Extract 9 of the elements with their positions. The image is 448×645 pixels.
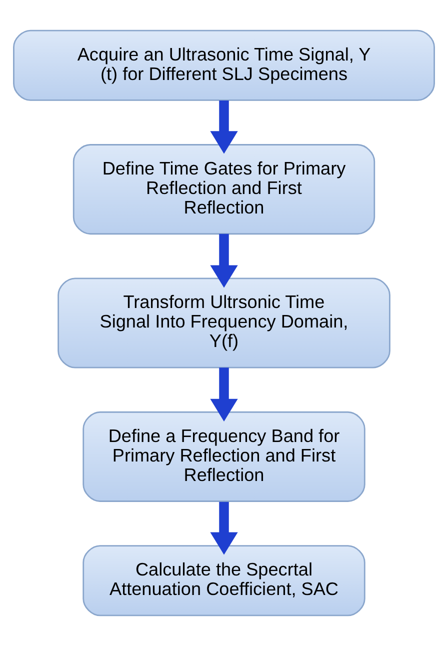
node-box: Transform Ultrsonic Time Signal Into Frequency Domain, Y(f) — [58, 277, 390, 368]
node-box: Define a Frequency Band for Primary Reflection and First Reflection — [82, 410, 366, 502]
arrow — [210, 501, 238, 554]
node-box: Acquire an Ultrasonic Time Signal, Y (t) for Different SLJ Specimens — [13, 29, 435, 100]
node-box: Calculate the Specrtal Attenuation Coefficient, SAC — [82, 544, 366, 616]
arrow — [210, 100, 238, 154]
arrow — [210, 233, 238, 288]
node-box: Define Time Gates for Primary Reflection and First Reflection — [72, 144, 376, 234]
arrow — [210, 367, 238, 421]
